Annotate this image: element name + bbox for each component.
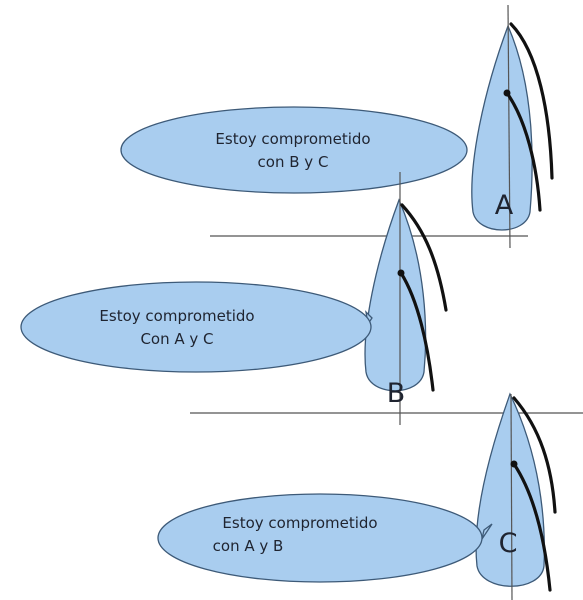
boat-a-letter: A — [495, 190, 514, 221]
boat-b-speech-text: Estoy comprometido — [99, 307, 254, 325]
boat-b-group: B Estoy comprometido Con A y C — [20, 172, 583, 425]
boat-a-outer-sail — [509, 22, 554, 180]
boat-c-hull — [475, 392, 545, 587]
boat-c-group: C Estoy comprometido con A y B — [157, 392, 557, 600]
boat-b-speech-bubble-body — [20, 281, 372, 373]
boat-a-group: A Estoy comprometido con B y C — [120, 4, 554, 249]
boat-b-letter: B — [387, 378, 406, 409]
boat-c-speech-bubble-body — [157, 493, 483, 583]
boat-a-inner-sail — [505, 91, 542, 212]
boat-b-speech-text-2: Con A y C — [140, 330, 213, 348]
boat-b-outer-sail — [400, 203, 448, 312]
boat-a-mast — [507, 4, 511, 249]
boat-c-letter: C — [499, 528, 518, 559]
boat-c-speech-text-2: con A y B — [213, 537, 284, 555]
boat-a-speech-text-2: con B y C — [258, 153, 329, 171]
boat-b-hull — [364, 198, 427, 392]
boat-b-inner-sail — [399, 271, 435, 392]
boat-c-outer-sail — [512, 396, 557, 514]
boat-a-speech-bubble-body — [120, 106, 468, 194]
boat-c-inner-sail — [512, 462, 552, 592]
boat-c-speech-text: Estoy comprometido — [222, 514, 377, 532]
boat-a-speech-text: Estoy comprometido — [215, 130, 370, 148]
boat-c-speech-bubble — [481, 523, 493, 540]
boat-a-hull — [471, 24, 533, 231]
boat-c-mast — [510, 393, 513, 600]
